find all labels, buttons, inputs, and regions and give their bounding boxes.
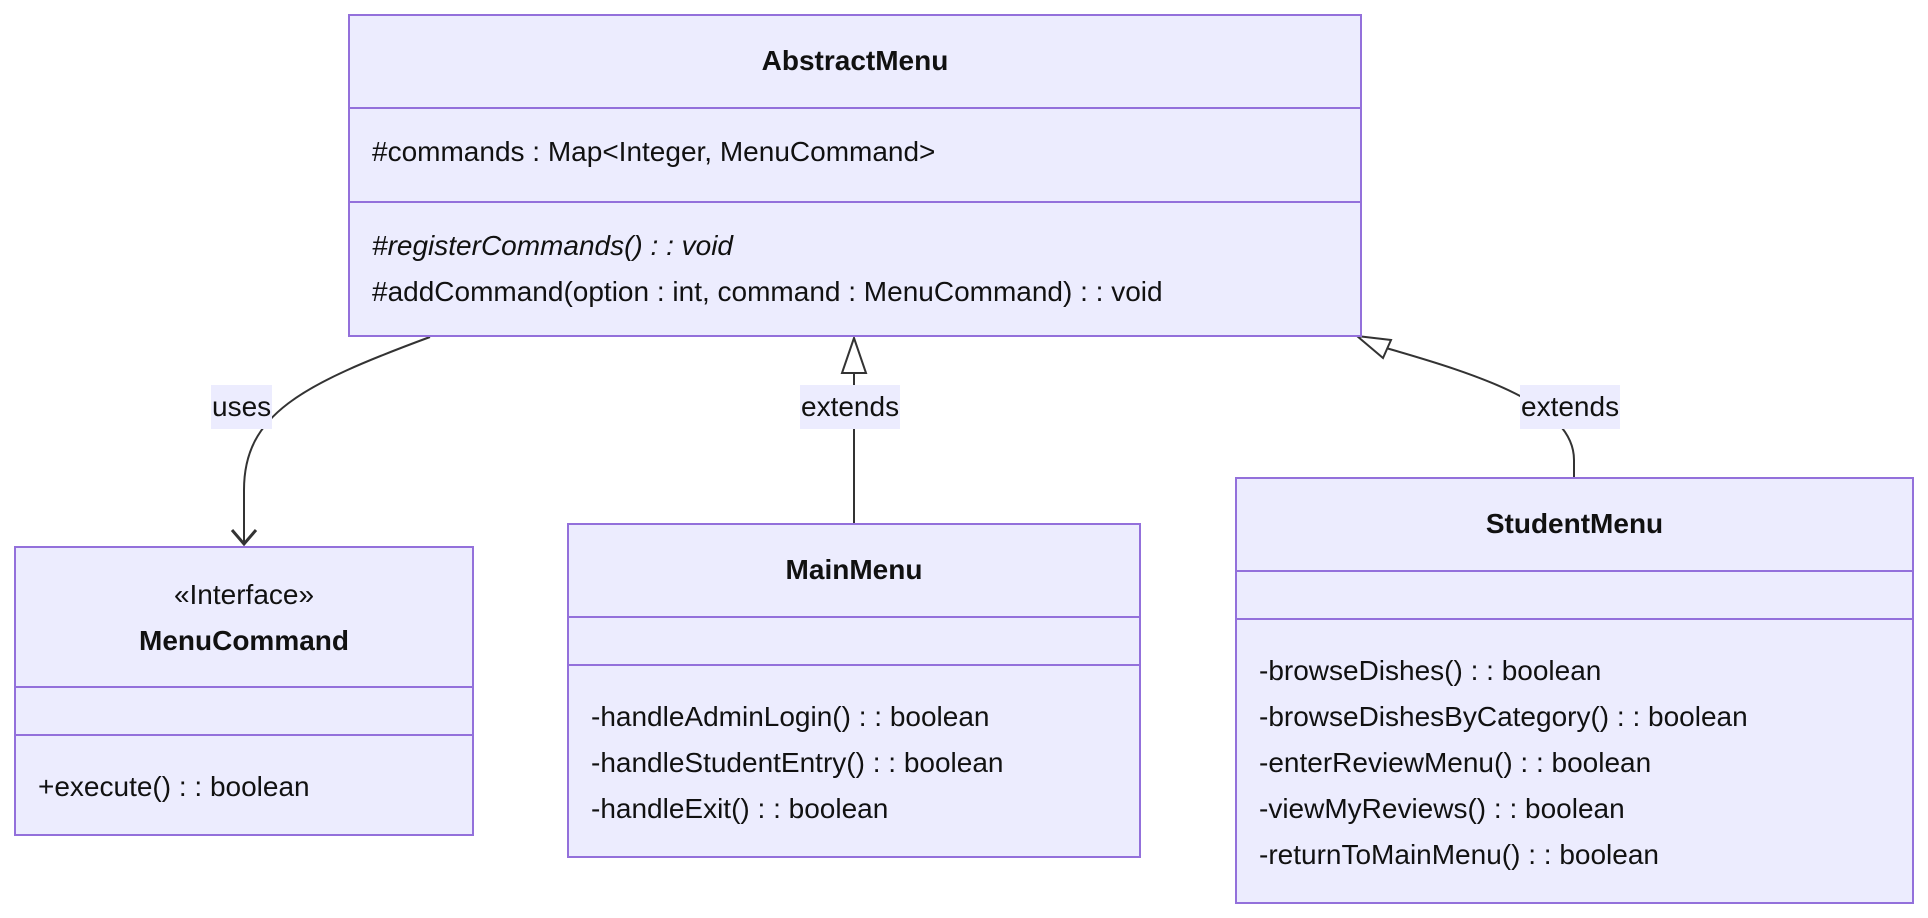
class-name: AbstractMenu xyxy=(761,45,949,76)
attributes-section: #commands : Map<Integer, MenuCommand> xyxy=(350,109,1360,201)
attributes-section xyxy=(16,688,472,734)
class-abstract-menu: AbstractMenu #commands : Map<Integer, Me… xyxy=(348,14,1362,337)
class-header: «Interface» MenuCommand xyxy=(16,548,472,688)
class-name: StudentMenu xyxy=(1485,508,1664,539)
student-extends-label: extends xyxy=(1520,385,1621,429)
class-header: AbstractMenu xyxy=(350,16,1360,109)
method-row: #registerCommands() : : void xyxy=(372,230,734,261)
attributes-section xyxy=(1237,572,1912,618)
class-menu-command: «Interface» MenuCommand +execute() : : b… xyxy=(14,546,474,836)
main-extends-label: extends xyxy=(800,385,901,429)
method-row: #addCommand(option : int, command : Menu… xyxy=(372,276,1163,307)
methods-section: #registerCommands() : : void #addCommand… xyxy=(350,201,1360,315)
methods-section: -handleAdminLogin() : : boolean -handleS… xyxy=(569,664,1139,832)
uses-edge xyxy=(243,336,431,542)
method-row: -handleExit() : : boolean xyxy=(591,793,889,824)
methods-section: +execute() : : boolean xyxy=(16,734,472,810)
attribute-row: #commands : Map<Integer, MenuCommand> xyxy=(372,136,936,167)
class-header: StudentMenu xyxy=(1237,479,1912,572)
class-student-menu: StudentMenu -browseDishes() : : boolean … xyxy=(1235,477,1914,904)
uses-arrowhead xyxy=(230,529,258,547)
class-name: MainMenu xyxy=(785,554,923,585)
class-stereotype: «Interface» xyxy=(173,579,315,610)
method-row: -browseDishes() : : boolean xyxy=(1259,655,1602,686)
method-row: -returnToMainMenu() : : boolean xyxy=(1259,839,1659,870)
method-row: -handleStudentEntry() : : boolean xyxy=(591,747,1004,778)
attributes-section xyxy=(569,618,1139,664)
method-row: -browseDishesByCategory() : : boolean xyxy=(1259,701,1748,732)
class-main-menu: MainMenu -handleAdminLogin() : : boolean… xyxy=(567,523,1141,858)
method-row: +execute() : : boolean xyxy=(38,771,310,802)
method-row: -viewMyReviews() : : boolean xyxy=(1259,793,1625,824)
uses-label: uses xyxy=(211,385,273,429)
method-row: -handleAdminLogin() : : boolean xyxy=(591,701,990,732)
method-row: -enterReviewMenu() : : boolean xyxy=(1259,747,1652,778)
main-extends-arrowhead xyxy=(840,334,868,374)
class-name: MenuCommand xyxy=(139,625,349,656)
methods-section: -browseDishes() : : boolean -browseDishe… xyxy=(1237,618,1912,878)
student-extends-arrowhead xyxy=(1353,334,1393,360)
class-header: MainMenu xyxy=(569,525,1139,618)
